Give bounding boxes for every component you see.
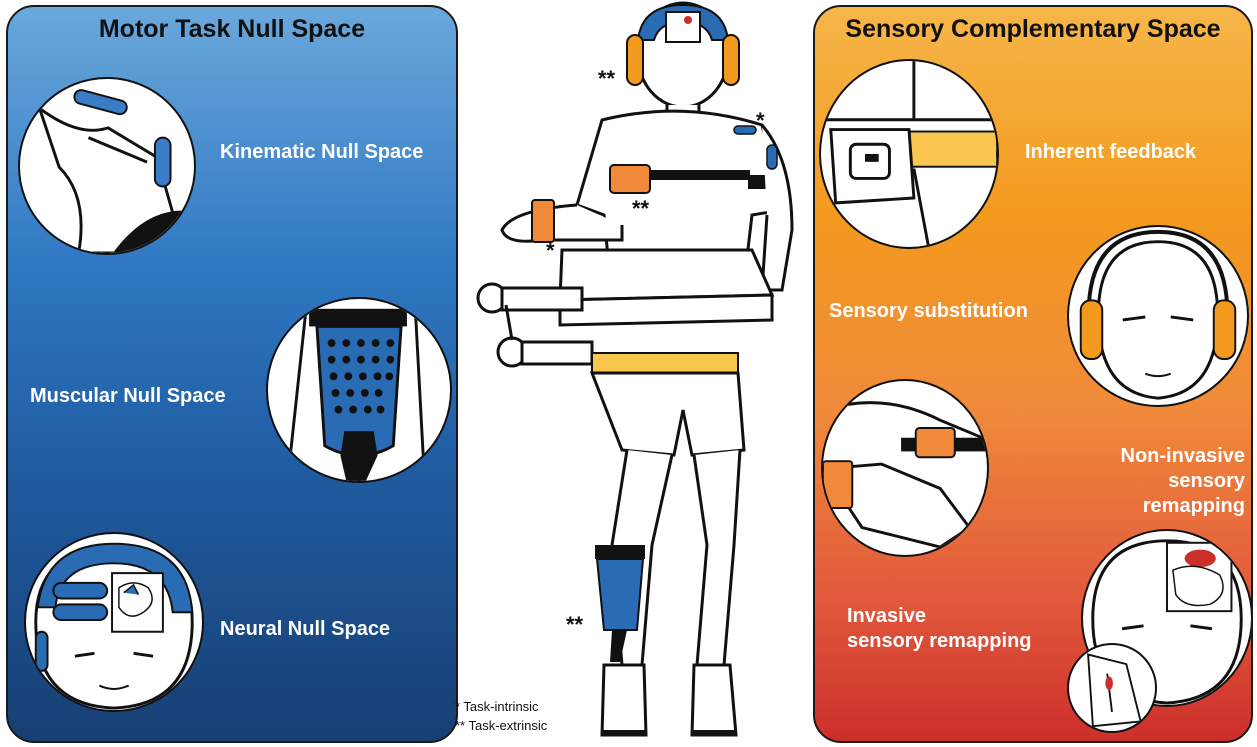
inherent-feedback-waistband-icon: [819, 59, 999, 249]
marker-chest: **: [632, 196, 649, 222]
sensory-substitution-label: Sensory substitution: [829, 299, 1028, 324]
legend: * Task-intrinsic ** Task-extrinsic: [455, 697, 547, 735]
legend-task-extrinsic: ** Task-extrinsic: [455, 716, 547, 735]
marker-wrist: *: [546, 238, 555, 264]
non-invasive-label: Non-invasive sensory remapping: [1085, 444, 1245, 519]
non-invasive-label-line2: sensory remapping: [1085, 469, 1245, 519]
marker-leg: **: [566, 612, 583, 638]
kinematic-null-space-label: Kinematic Null Space: [220, 140, 423, 165]
non-invasive-arm-band-icon: [821, 379, 989, 557]
marker-head: **: [598, 66, 615, 92]
neural-null-space-label: Neural Null Space: [220, 617, 390, 642]
non-invasive-label-line1: Non-invasive: [1085, 444, 1245, 469]
panel-title-left: Motor Task Null Space: [8, 15, 456, 44]
muscular-emg-sleeve-icon: [266, 297, 452, 483]
motor-task-null-space-panel: Motor Task Null Space Kinematic Null Spa…: [6, 5, 458, 743]
sensory-substitution-headphones-face-icon: [1067, 225, 1249, 407]
panel-title-right: Sensory Complementary Space: [815, 15, 1251, 44]
invasive-label-line2: sensory remapping: [847, 629, 1032, 654]
marker-shoulder: *: [756, 108, 765, 134]
invasive-implant-detail-icon: [1067, 643, 1157, 733]
kinematic-arm-sensor-icon: [18, 77, 196, 255]
invasive-label: Invasive sensory remapping: [847, 604, 1032, 654]
neural-brain-headband-icon: [24, 532, 204, 712]
invasive-label-line1: Invasive: [847, 604, 1032, 629]
sensory-complementary-space-panel: Sensory Complementary Space Inherent fee…: [813, 5, 1253, 743]
legend-task-intrinsic: * Task-intrinsic: [455, 697, 547, 716]
inherent-feedback-label: Inherent feedback: [1025, 140, 1196, 165]
muscular-null-space-label: Muscular Null Space: [30, 384, 226, 409]
